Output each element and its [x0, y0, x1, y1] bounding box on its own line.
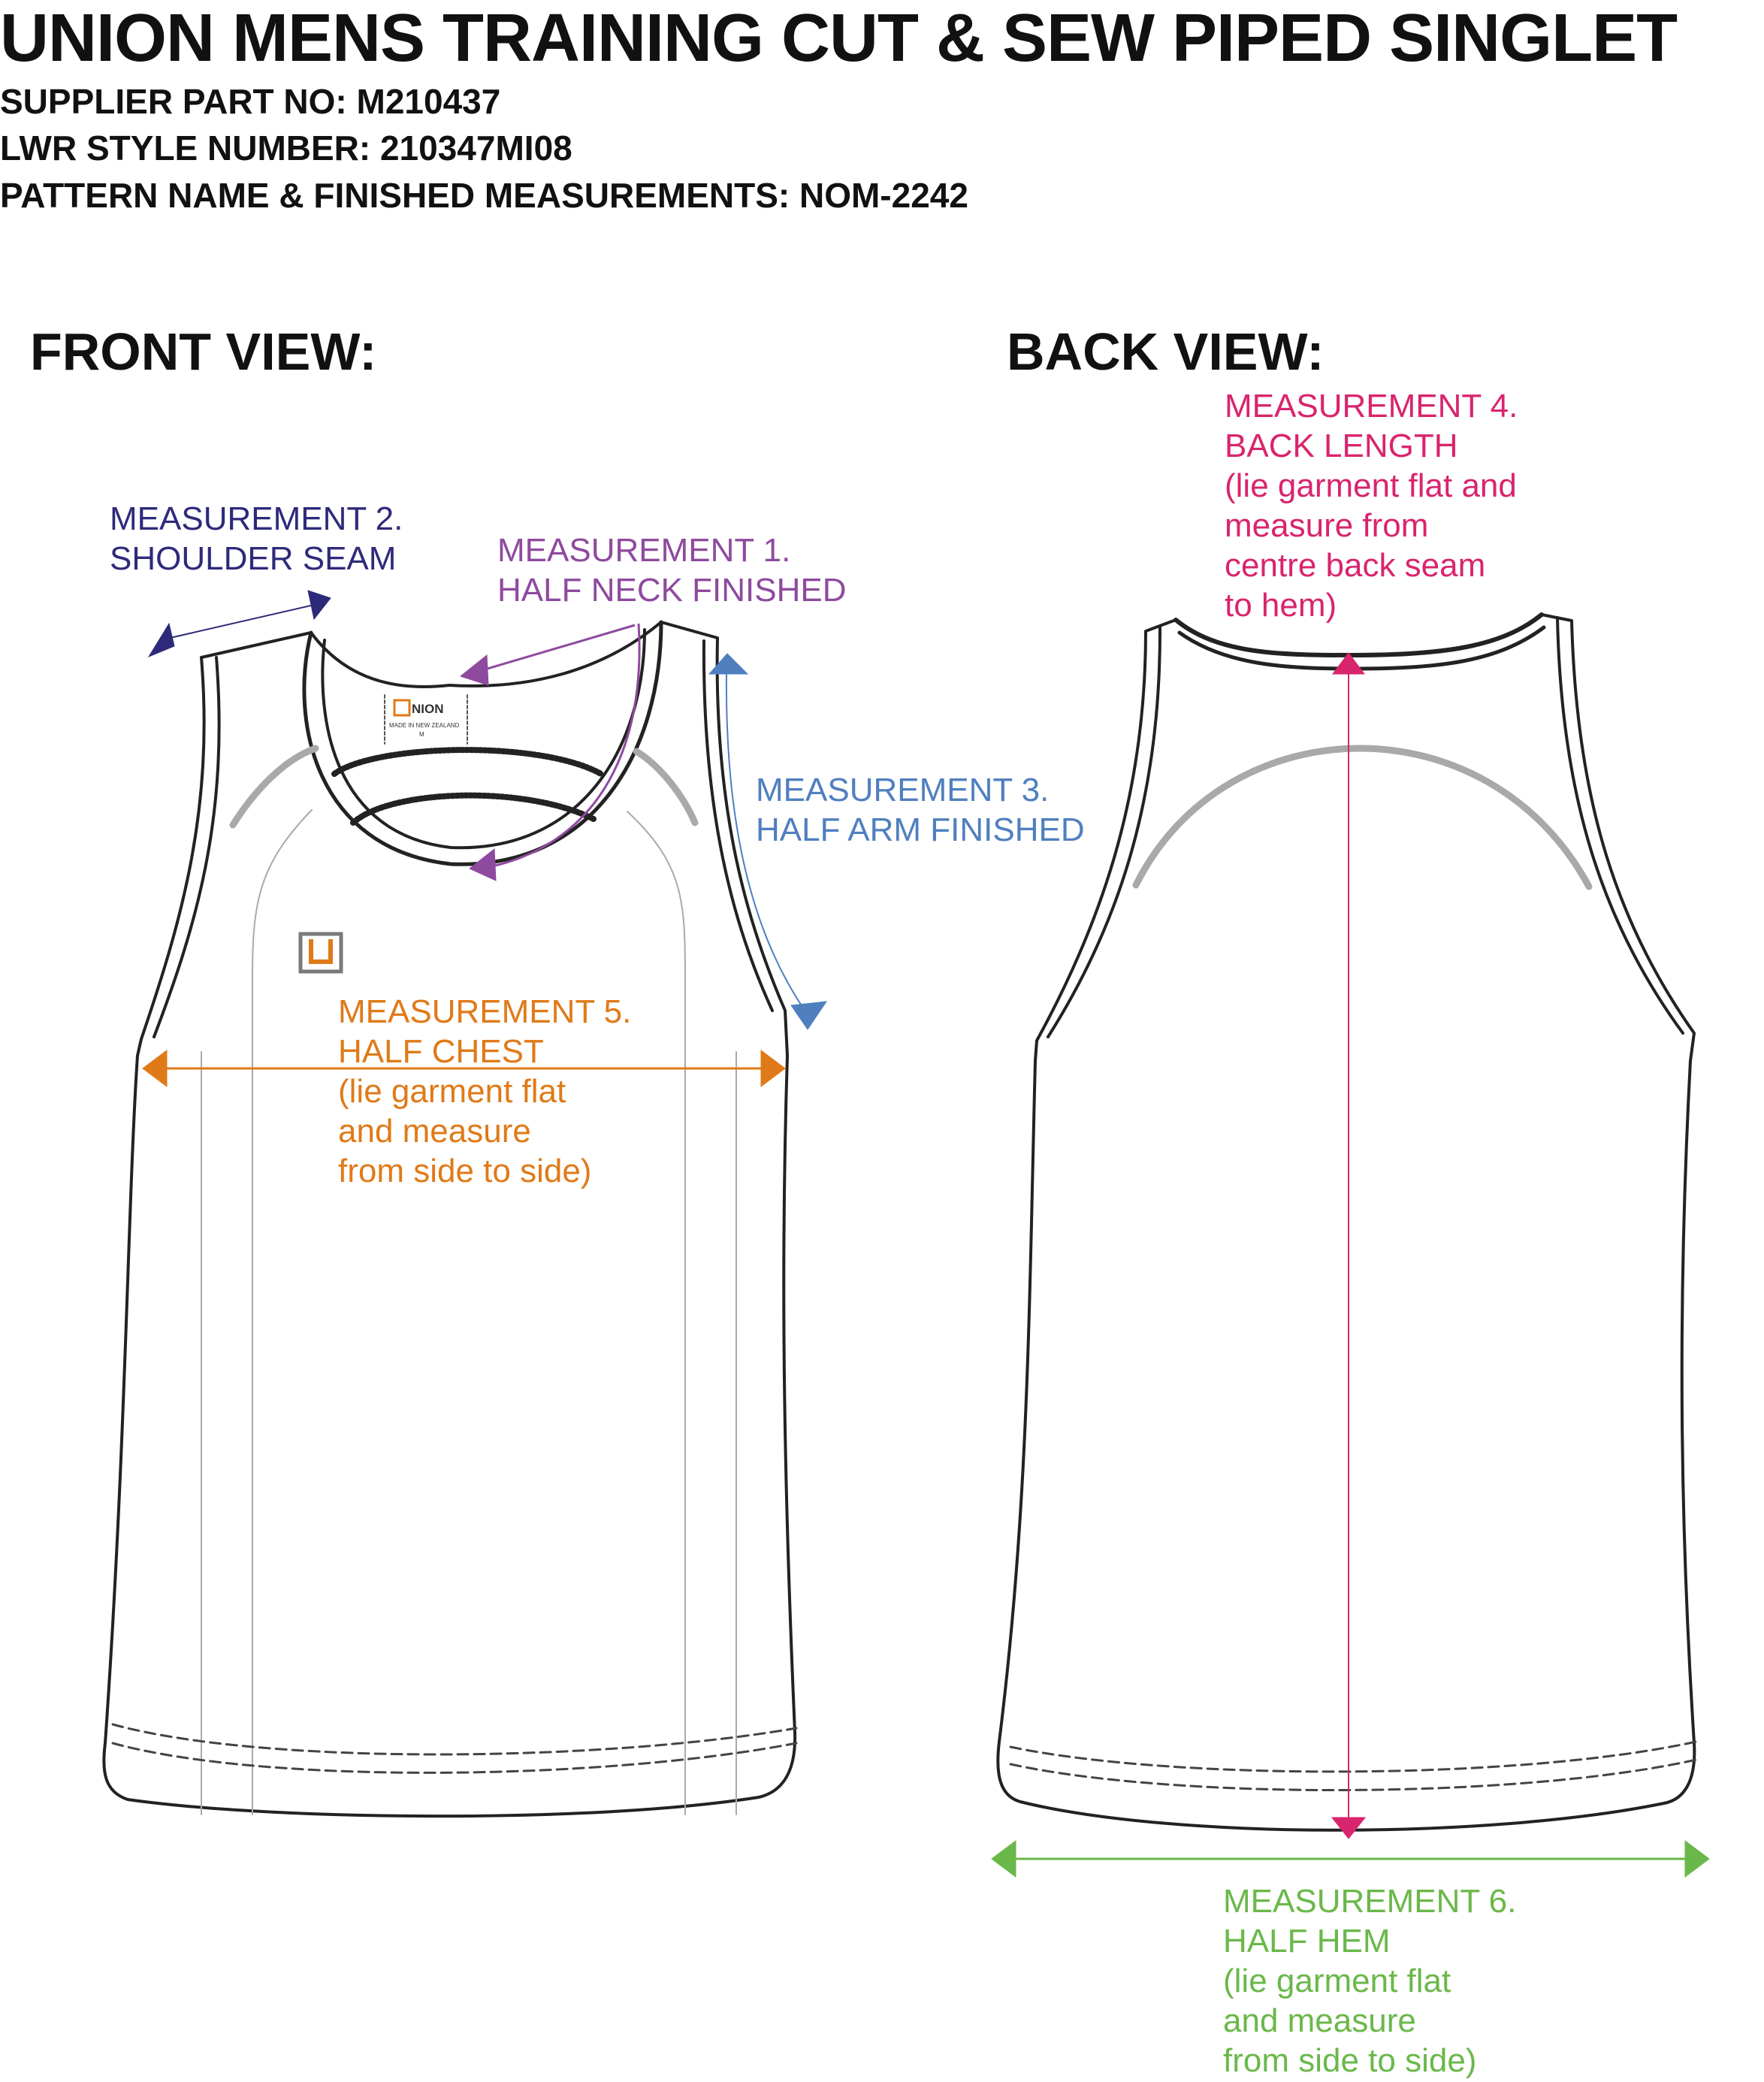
measurement-6-note-3: from side to side)	[1223, 2042, 1477, 2079]
union-chest-logo	[298, 932, 343, 974]
neck-label-text: NION	[412, 702, 444, 716]
m6-measure-line	[991, 1840, 1710, 1878]
front-right-panel-seam	[633, 748, 699, 826]
measurement-3-label: MEASUREMENT 3. HALF ARM FINISHED	[756, 770, 1085, 850]
back-hem-stitch-upper	[1009, 1740, 1698, 1773]
measurement-6-note-2: and measure	[1223, 2002, 1416, 2039]
pattern-name: PATTERN NAME & FINISHED MEASUREMENTS: NO…	[0, 176, 968, 215]
back-garment	[996, 612, 1698, 1832]
measurement-2-name: SHOULDER SEAM	[110, 540, 397, 577]
back-view-heading: BACK VIEW:	[1007, 322, 1325, 381]
back-raglan-seam	[1132, 745, 1593, 890]
measurement-5-note-3: from side to side)	[338, 1153, 592, 1189]
measurement-6-title: MEASUREMENT 6.	[1223, 1883, 1517, 1920]
measurement-5-note-1: (lie garment flat	[338, 1073, 566, 1110]
back-hem-stitch-lower	[1009, 1758, 1698, 1792]
measurement-4-note-2: measure from	[1225, 507, 1429, 544]
front-hem-stitch-lower	[111, 1742, 798, 1774]
m3-measure-line	[708, 653, 828, 1030]
front-view-heading: FRONT VIEW:	[30, 322, 377, 381]
measurement-1-name: HALF NECK FINISHED	[497, 572, 847, 609]
measurement-5-note-2: and measure	[338, 1113, 531, 1150]
measurement-5-label: MEASUREMENT 5. HALF CHEST (lie garment f…	[338, 992, 631, 1191]
measurement-4-note-4: to hem)	[1225, 587, 1337, 624]
front-left-armhole-piping	[153, 656, 221, 1038]
supplier-part-number: SUPPLIER PART NO: M210437	[0, 82, 501, 121]
measurement-2-title: MEASUREMENT 2.	[110, 500, 403, 537]
measurement-6-name: HALF HEM	[1223, 1923, 1391, 1960]
front-neckline-inner	[321, 628, 646, 850]
front-garment	[102, 620, 798, 1818]
m1-measure-line	[459, 623, 641, 881]
measurement-4-note-1: (lie garment flat and	[1225, 467, 1517, 504]
back-left-armhole-piping	[1047, 625, 1162, 1038]
measurement-1-title: MEASUREMENT 1.	[497, 532, 791, 569]
measurement-6-note-1: (lie garment flat	[1223, 1963, 1451, 1999]
front-right-princess-seam	[627, 811, 686, 1815]
m2-measure-line	[147, 590, 331, 658]
front-neckline-outer	[302, 620, 663, 866]
measurement-6-label: MEASUREMENT 6. HALF HEM (lie garment fla…	[1223, 1881, 1516, 2080]
measurement-4-title: MEASUREMENT 4.	[1225, 388, 1518, 425]
neck-label-logo-box	[393, 699, 411, 717]
measurement-4-note-3: centre back seam	[1225, 547, 1486, 584]
document-title: UNION MENS TRAINING CUT & SEW PIPED SING…	[0, 1, 1678, 76]
back-body-outline	[996, 613, 1696, 1832]
neck-label-origin: MADE IN NEW ZEALAND	[389, 722, 460, 729]
front-body-outline	[102, 621, 797, 1818]
back-right-armhole-piping	[1556, 616, 1684, 1035]
measurement-1-label: MEASUREMENT 1. HALF NECK FINISHED	[497, 530, 847, 610]
measurement-5-name: HALF CHEST	[338, 1033, 544, 1070]
m5-measure-line	[142, 1050, 786, 1087]
neck-tape-lower	[350, 792, 597, 826]
front-hem-stitch-upper	[111, 1723, 798, 1756]
measurement-3-title: MEASUREMENT 3.	[756, 772, 1050, 808]
measurement-2-label: MEASUREMENT 2. SHOULDER SEAM	[110, 499, 403, 579]
back-neckline-outer	[1173, 612, 1544, 657]
measurement-4-label: MEASUREMENT 4. BACK LENGTH (lie garment …	[1225, 386, 1518, 625]
measurement-4-name: BACK LENGTH	[1225, 428, 1458, 464]
neck-label-size: M	[419, 731, 424, 738]
front-left-princess-seam	[252, 809, 313, 1815]
style-number: LWR STYLE NUMBER: 210347MI08	[0, 128, 572, 168]
measurement-3-name: HALF ARM FINISHED	[756, 811, 1085, 848]
measurement-5-title: MEASUREMENT 5.	[338, 993, 632, 1030]
neck-tape-upper	[331, 747, 604, 777]
m4-measure-line	[1331, 652, 1367, 1839]
front-right-armhole-piping	[702, 639, 774, 1012]
front-left-panel-seam	[229, 745, 319, 829]
